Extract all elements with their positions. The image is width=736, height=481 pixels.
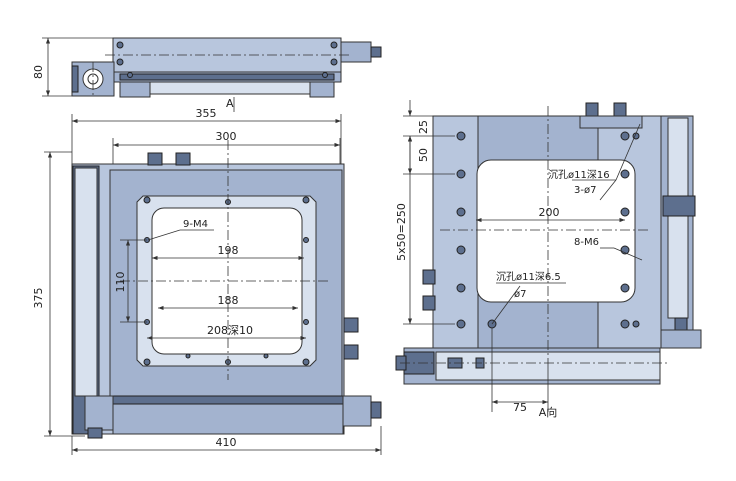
view-label-a: A向 (539, 405, 558, 419)
note-3-d7: 3-ø7 (574, 185, 596, 196)
top-view: 80 A (32, 37, 382, 112)
section-a-label: A (226, 97, 234, 110)
note-d7: ø7 (514, 289, 526, 300)
dim-25: 25 (417, 120, 430, 134)
dim-355: 355 (196, 107, 217, 120)
note-counterbore-6-5: 沉孔ø11深6.5 (496, 270, 561, 283)
dim-410: 410 (216, 436, 237, 449)
dim-300: 300 (216, 130, 237, 143)
front-view: 355 300 375 410 110 198 188 208深10 9-M4 (32, 107, 382, 455)
dim-80: 80 (32, 65, 45, 79)
dim-208: 208深10 (207, 324, 253, 337)
dim-5x50-250: 5x50=250 (395, 203, 408, 261)
side-view-screws (456, 131, 640, 329)
dim-75: 75 (513, 401, 527, 414)
dim-198: 198 (218, 244, 239, 257)
dim-188: 188 (218, 294, 239, 307)
side-view: 25 50 5x50=250 200 75 A向 沉孔ø11深16 3-ø7 8… (395, 100, 702, 419)
dim-200: 200 (539, 206, 560, 219)
note-counterbore-16: 沉孔ø11深16 (548, 168, 610, 181)
front-view-screws (143, 196, 310, 366)
dim-375: 375 (32, 288, 45, 309)
top-view-screws (116, 41, 338, 78)
dim-110: 110 (114, 272, 127, 293)
note-9-m4: 9-M4 (183, 219, 208, 230)
dim-50: 50 (417, 148, 430, 162)
note-8-m6: 8-M6 (574, 237, 599, 248)
